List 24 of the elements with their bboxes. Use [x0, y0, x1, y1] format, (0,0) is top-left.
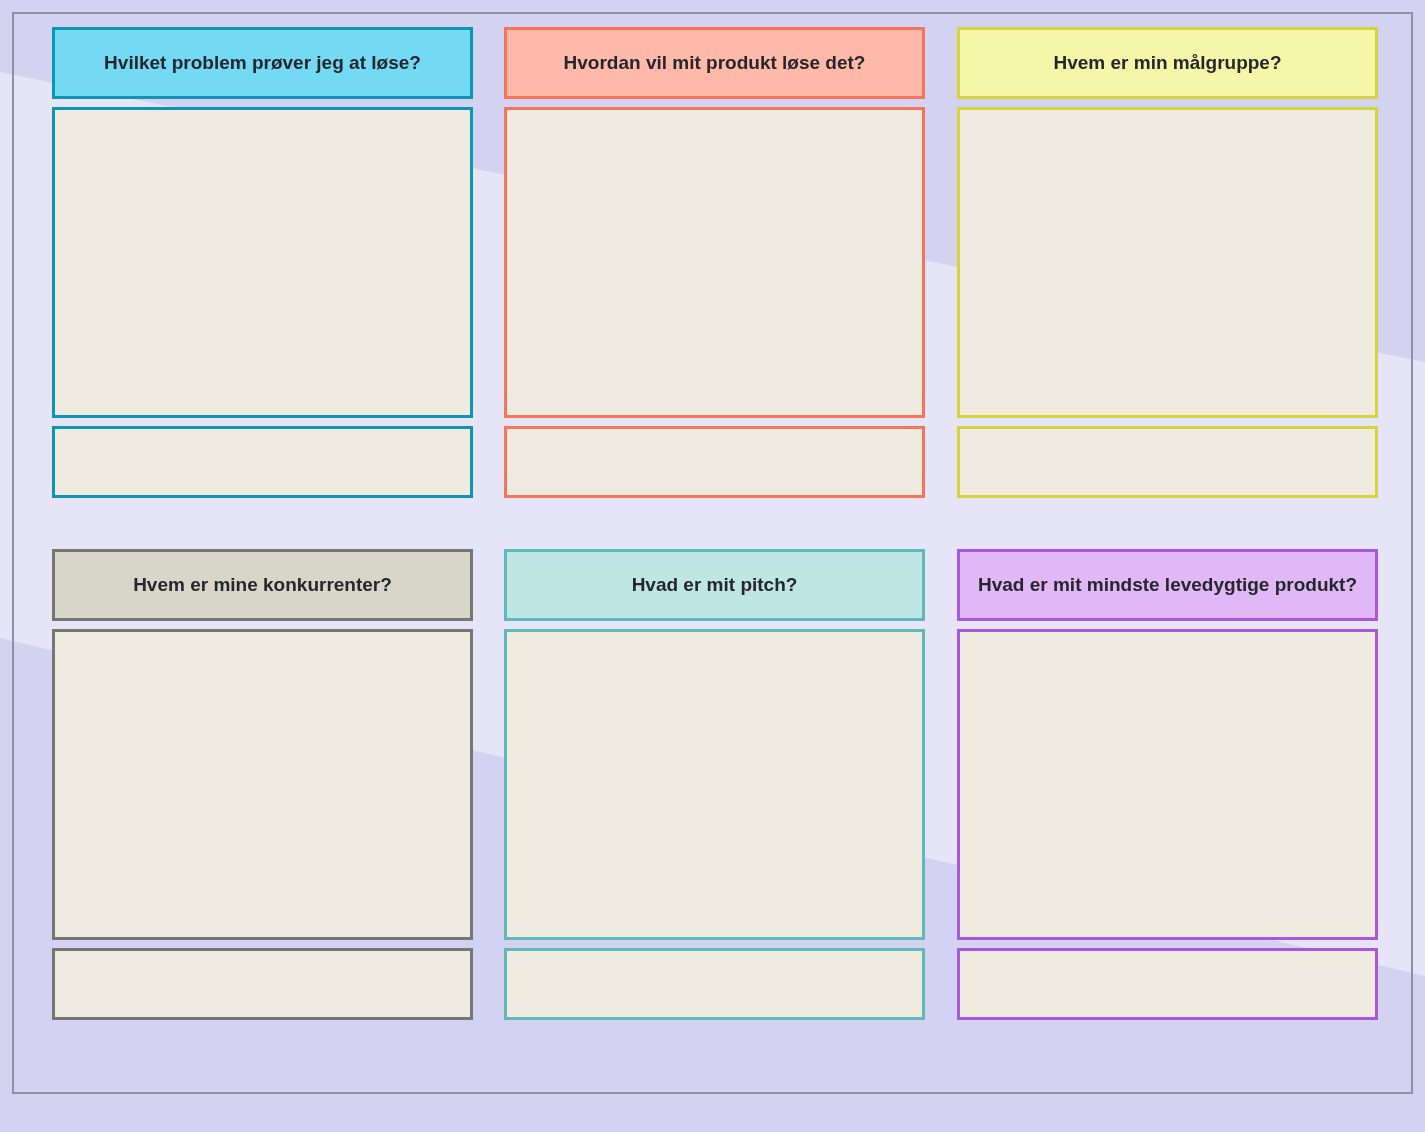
notes-box [504, 426, 925, 498]
heading-text: Hvilket problem prøver jeg at løse? [104, 51, 421, 75]
heading-text: Hvem er min målgruppe? [1053, 51, 1282, 75]
answer-box [504, 107, 925, 418]
question-header [957, 549, 1378, 621]
question-header [52, 27, 473, 99]
question-header [504, 27, 925, 99]
notes-box [504, 948, 925, 1020]
notes-box [52, 426, 473, 498]
answer-box [504, 629, 925, 940]
question-header [52, 549, 473, 621]
notes-box [957, 948, 1378, 1020]
notes-box [52, 948, 473, 1020]
heading-text: Hvad er mit pitch? [631, 573, 798, 597]
notes-box [957, 426, 1378, 498]
answer-box [52, 107, 473, 418]
question-header [957, 27, 1378, 99]
heading-text: Hvem er mine konkurrenter? [133, 573, 392, 597]
answer-box [957, 629, 1378, 940]
heading-text: Hvordan vil mit produkt løse det? [563, 51, 866, 75]
question-header [504, 549, 925, 621]
heading-text: Hvad er mit mindste levedygtige produkt? [978, 573, 1357, 597]
answer-box [52, 629, 473, 940]
answer-box [957, 107, 1378, 418]
